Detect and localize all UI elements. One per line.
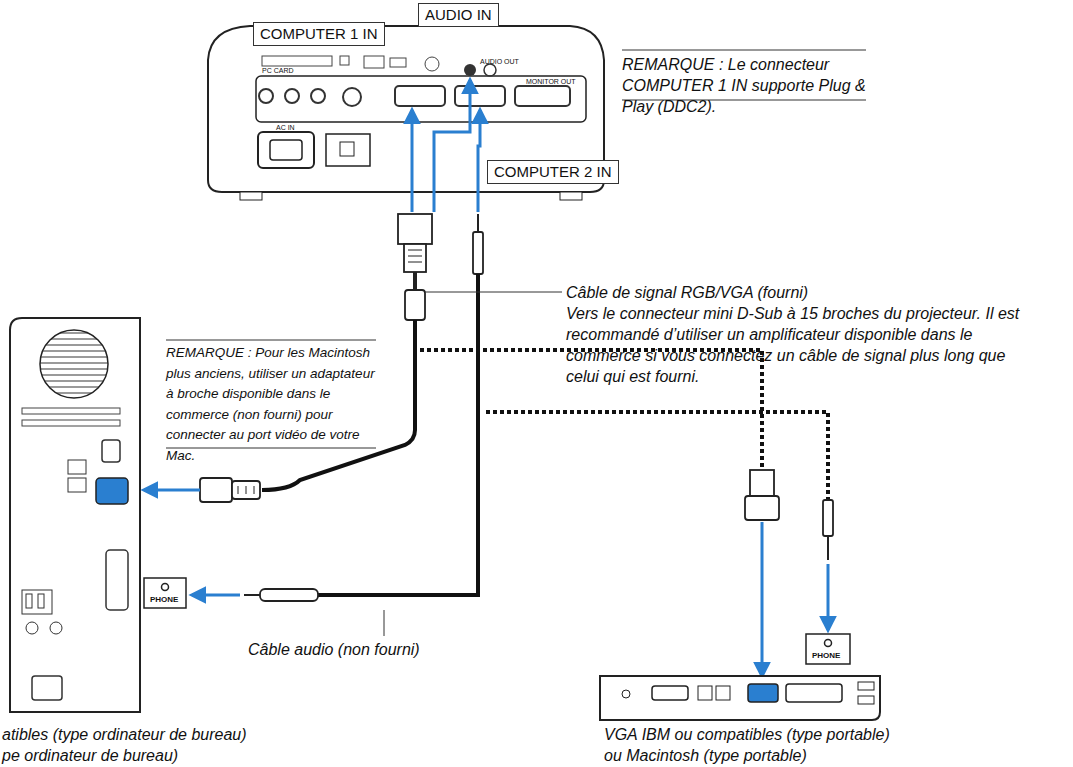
- note: REMARQUE : Le connecteur COMPUTER 1 IN s…: [622, 54, 872, 117]
- caption: VGA IBM ou compatibles (type portable): [604, 724, 1024, 745]
- panel-label: AUDIO OUT: [480, 58, 519, 66]
- panel-label: PC CARD: [262, 67, 294, 75]
- cable-description: Vers le connecteur mini D-Sub à 15 broch…: [566, 303, 1036, 387]
- panel-label: AC IN: [276, 124, 295, 132]
- note: REMARQUE : Pour les Macintosh plus ancie…: [166, 343, 378, 466]
- cable-label: Câble de signal RGB/VGA (fourni): [566, 282, 1026, 303]
- cable-label: Câble audio (non fourni): [248, 639, 508, 660]
- jack-label: PHONE: [812, 652, 840, 660]
- caption: atibles (type ordinateur de bureau): [2, 724, 362, 745]
- panel-label: MONITOR OUT: [526, 78, 576, 86]
- port-label-box: COMPUTER 1 IN: [253, 22, 385, 46]
- caption: ou Macintosh (type portable): [604, 745, 1024, 766]
- port-label-box: COMPUTER 2 IN: [487, 160, 619, 184]
- port-label: COMPUTER 1 IN: [260, 25, 378, 43]
- port-label-box: AUDIO IN: [418, 3, 499, 27]
- port-label: COMPUTER 2 IN: [494, 163, 612, 181]
- caption: pe ordinateur de bureau): [2, 745, 362, 766]
- port-label: AUDIO IN: [425, 6, 492, 24]
- jack-label: PHONE: [150, 596, 178, 604]
